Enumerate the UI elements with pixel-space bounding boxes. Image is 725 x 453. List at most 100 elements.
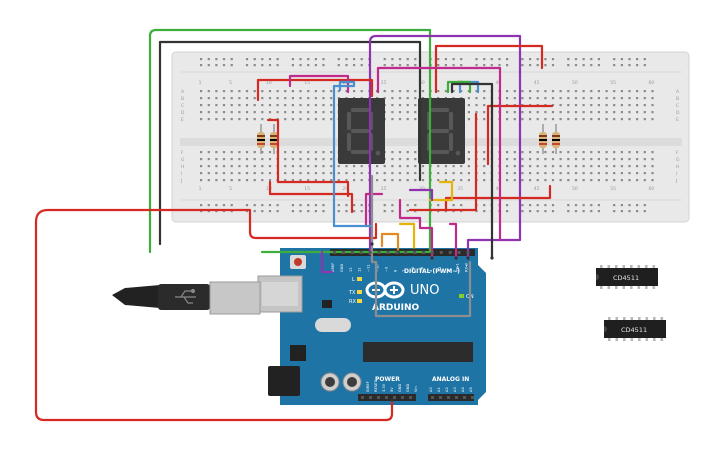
column-number: 45 — [534, 80, 540, 86]
cd4511-chip[interactable]: CD4511 — [604, 317, 666, 341]
microcontroller-chip — [363, 342, 473, 362]
pin-label: 7 — [402, 270, 406, 272]
column-number: 60 — [648, 80, 654, 86]
row-letter: G — [676, 157, 680, 163]
column-number: 30 — [419, 80, 425, 86]
row-letter: C — [181, 103, 184, 109]
wire-purple[interactable] — [408, 188, 434, 202]
l-led-label: L — [352, 277, 355, 283]
resistor[interactable] — [270, 124, 278, 154]
row-letter: A — [676, 89, 680, 95]
row-letter: E — [181, 117, 184, 123]
wire-orange[interactable] — [380, 232, 400, 254]
wire-red[interactable] — [256, 78, 374, 102]
pin-label: GND — [340, 264, 344, 272]
arduino-brand: ARDUINO — [372, 303, 420, 313]
column-number: 15 — [304, 186, 310, 192]
seven-segment-display[interactable] — [338, 98, 385, 164]
column-number: 5 — [229, 186, 232, 192]
on-led — [459, 294, 464, 298]
wire-red[interactable] — [266, 118, 350, 198]
column-number: 5 — [229, 80, 232, 86]
wire-green[interactable] — [446, 80, 472, 94]
resistor[interactable] — [552, 124, 560, 154]
resistor[interactable] — [539, 124, 547, 154]
digital-label: DIGITAL (PWM~) — [404, 268, 460, 275]
chip-label: CD4511 — [621, 326, 647, 334]
pin-label: GND — [406, 384, 410, 392]
arduino-uno-board[interactable]: ARDUINO UNO DIGITAL (PWM~) POWER ANALOG … — [257, 248, 486, 405]
wire-purple[interactable] — [368, 34, 522, 260]
wire-magenta[interactable] — [376, 66, 502, 242]
wire-magenta[interactable] — [448, 222, 458, 260]
row-letter: H — [676, 164, 679, 170]
wire-gray[interactable] — [370, 174, 472, 318]
resistor[interactable] — [257, 124, 265, 154]
wire-black[interactable] — [158, 40, 422, 246]
column-number: 55 — [610, 186, 616, 192]
pin-label: IOREF — [366, 381, 370, 392]
pin-label: ~3 — [438, 267, 442, 272]
row-letter: F — [181, 150, 184, 156]
row-letter: D — [181, 110, 185, 116]
wire-black[interactable] — [450, 82, 494, 260]
row-letter: H — [181, 164, 184, 170]
usb-cable[interactable] — [112, 281, 261, 315]
l-led — [357, 277, 362, 281]
cd4511-chip[interactable]: CD4511 — [596, 265, 658, 289]
pin-label: ~5 — [420, 267, 424, 272]
pin-label: ~6 — [411, 266, 415, 272]
column-number: 35 — [457, 186, 463, 192]
pin-label: ~10 — [376, 264, 380, 272]
wire-yellow[interactable] — [398, 222, 416, 252]
power-label: POWER — [375, 376, 400, 383]
wire-red[interactable] — [34, 220, 394, 422]
pin-label: 4 — [429, 269, 433, 272]
row-letter: B — [676, 96, 679, 102]
pin-label: 5V — [390, 387, 394, 392]
row-letter: E — [676, 117, 679, 123]
wire-purple[interactable] — [320, 250, 334, 274]
wire-red[interactable] — [268, 180, 354, 214]
pin-label: A5 — [469, 387, 473, 392]
row-letter: I — [676, 171, 677, 177]
column-number: 55 — [610, 80, 616, 86]
pin-label: RESET — [374, 380, 378, 392]
column-number: 40 — [495, 186, 501, 192]
row-letter: A — [181, 89, 185, 95]
wire-red[interactable] — [486, 104, 554, 166]
pin-label: A0 — [429, 387, 433, 392]
pin-label: A1 — [437, 387, 441, 392]
wire-green[interactable] — [148, 28, 432, 254]
wire-magenta[interactable] — [288, 74, 350, 94]
chip-pins — [600, 265, 656, 289]
wire-yellow[interactable] — [428, 180, 454, 202]
analog-label: ANALOG IN — [432, 376, 469, 383]
column-number: 45 — [534, 186, 540, 192]
row-letter: J — [675, 178, 677, 184]
analog-header — [428, 394, 474, 401]
power-jack — [268, 366, 300, 396]
wire-red[interactable] — [408, 112, 478, 212]
seven-segment-display[interactable] — [418, 98, 465, 164]
row-letter: B — [181, 96, 184, 102]
wire-red[interactable] — [444, 184, 552, 212]
wire-magenta[interactable] — [364, 192, 384, 228]
pin-label: AREF — [331, 263, 335, 272]
row-letter: D — [676, 110, 680, 116]
wire-magenta[interactable] — [398, 198, 434, 260]
column-number: 50 — [572, 80, 578, 86]
column-number: 60 — [648, 186, 654, 192]
pin-label: ~11 — [367, 264, 371, 272]
wire-red[interactable] — [34, 208, 378, 240]
column-number: 25 — [381, 80, 387, 86]
row-letter: F — [676, 150, 679, 156]
rx-led-label: RX — [349, 299, 356, 305]
pin-label: 13 — [349, 267, 353, 272]
wire-blue[interactable] — [332, 80, 374, 246]
